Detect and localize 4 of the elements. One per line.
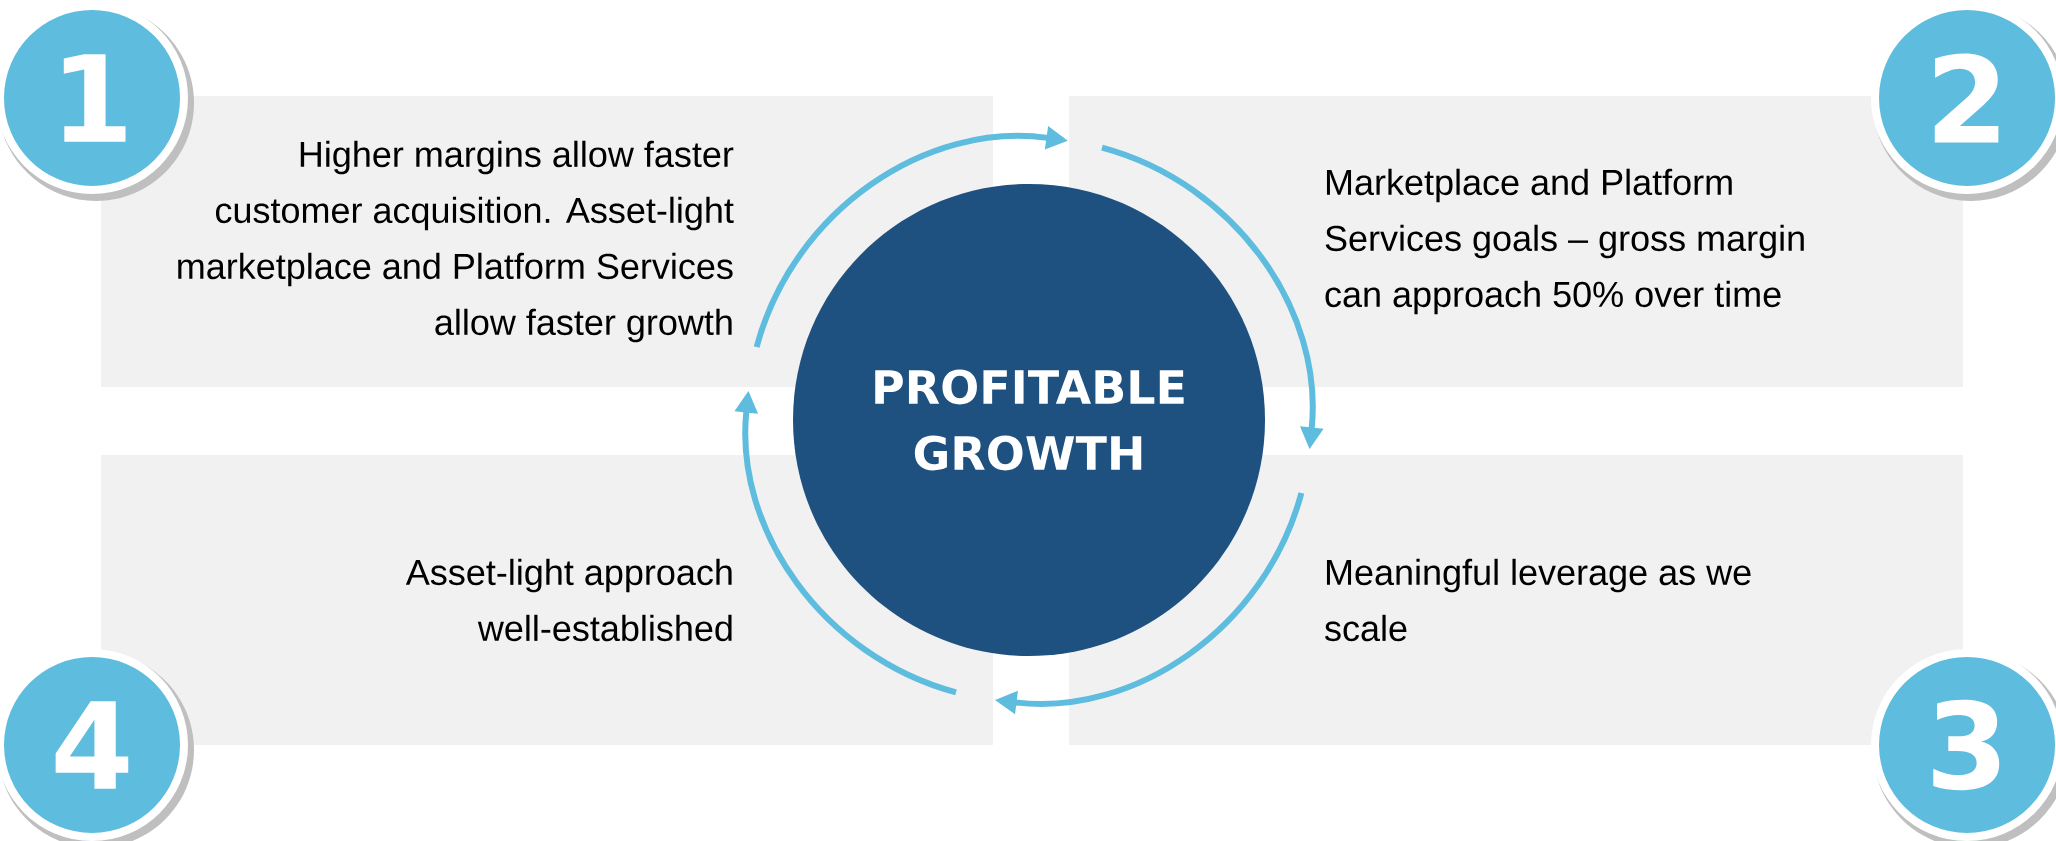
number-badge: 4 [0, 649, 194, 841]
number-badge: 1 [0, 2, 194, 201]
number-badge: 3 [1871, 649, 2056, 841]
number-badge: 2 [1871, 2, 2056, 201]
